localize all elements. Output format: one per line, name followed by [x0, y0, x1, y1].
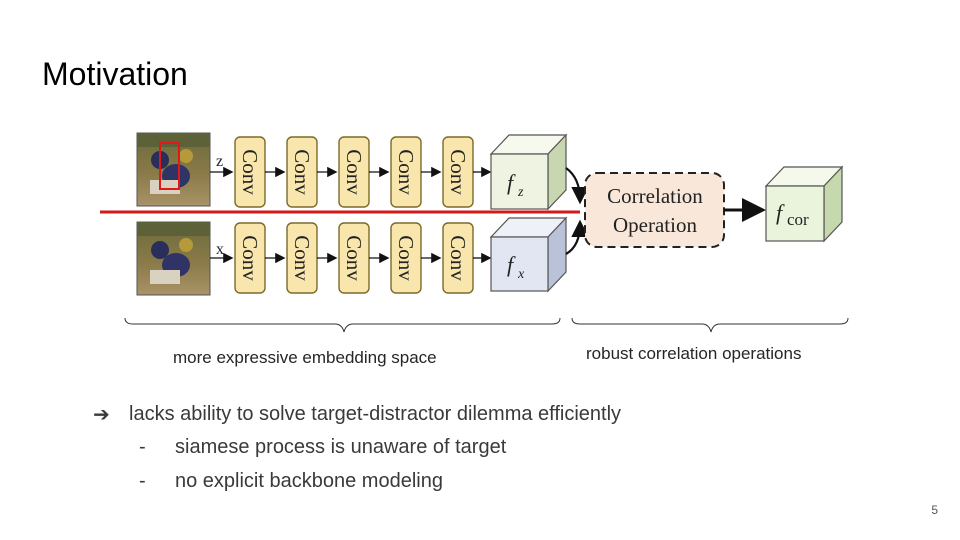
bullet-sub-text: no explicit backbone modeling: [175, 469, 443, 492]
conv-block: Conv: [286, 222, 318, 294]
bullet-sub: - siamese process is unaware of target: [93, 430, 621, 464]
conv-label: Conv: [342, 149, 366, 195]
conv-branch-top: Conv Conv Conv Conv Conv: [234, 136, 492, 208]
correlation-operation-box: Correlation Operation: [584, 172, 725, 248]
conv-block: Conv: [234, 222, 266, 294]
conv-label: Conv: [446, 149, 470, 195]
conv-block: Conv: [286, 136, 318, 208]
caption-correlation: robust correlation operations: [586, 344, 802, 363]
page-number: 5: [931, 503, 938, 517]
target-bounding-box: [159, 142, 180, 190]
bullet-sub: - no explicit backbone modeling: [93, 464, 621, 498]
conv-block: Conv: [442, 222, 474, 294]
output-fcor-base: f: [776, 200, 785, 225]
search-image: [136, 221, 211, 296]
conv-label: Conv: [446, 235, 470, 281]
output-fcor-sub: cor: [787, 210, 809, 229]
branch-label-z: z: [216, 153, 223, 170]
conv-label: Conv: [394, 235, 418, 281]
feature-fz-base: f: [507, 170, 516, 195]
conv-label: Conv: [238, 149, 262, 195]
conv-block: Conv: [442, 136, 474, 208]
feature-fx-base: f: [507, 252, 516, 277]
conv-block: Conv: [390, 222, 422, 294]
bullet-main-text: lacks ability to solve target-distractor…: [129, 402, 622, 425]
feature-fz-sub: z: [517, 185, 524, 200]
conv-block: Conv: [338, 222, 370, 294]
feature-cube-fz: f z: [489, 133, 568, 211]
bullet-main: ➔ lacks ability to solve target-distract…: [93, 398, 621, 430]
arrow-fx-to-correlation: [565, 219, 589, 255]
correlation-label-line2: Operation: [613, 213, 697, 237]
conv-label: Conv: [290, 235, 314, 281]
dash-bullet: -: [139, 435, 146, 458]
branch-label-x: x: [216, 241, 224, 258]
slide-title: Motivation: [42, 56, 188, 92]
conv-label: Conv: [394, 149, 418, 195]
arrow-bullet-icon: ➔: [93, 403, 110, 426]
conv-block: Conv: [234, 136, 266, 208]
caption-embedding: more expressive embedding space: [173, 348, 437, 367]
brace-right: [571, 317, 849, 333]
conv-block: Conv: [338, 136, 370, 208]
conv-block: Conv: [390, 136, 422, 208]
output-cube-fcor: f cor: [764, 165, 844, 243]
template-image: [136, 132, 211, 207]
brace-left: [124, 317, 561, 333]
bullet-sub-text: siamese process is unaware of target: [175, 435, 507, 458]
conv-label: Conv: [342, 235, 366, 281]
feature-cube-fx: f x: [489, 216, 568, 293]
bullet-list: ➔ lacks ability to solve target-distract…: [93, 398, 621, 498]
arrow-fz-to-correlation: [565, 167, 589, 205]
conv-branch-bottom: Conv Conv Conv Conv Conv: [234, 222, 492, 294]
conv-label: Conv: [238, 235, 262, 281]
feature-fx-sub: x: [517, 267, 525, 282]
dash-bullet: -: [139, 469, 146, 492]
correlation-label-line1: Correlation: [607, 184, 703, 208]
conv-label: Conv: [290, 149, 314, 195]
